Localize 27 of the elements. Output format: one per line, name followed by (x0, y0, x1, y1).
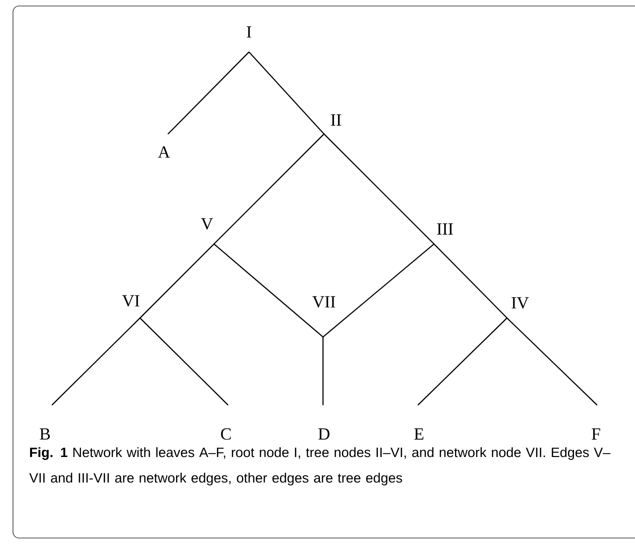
node-label: VII (312, 296, 336, 308)
edge-line (434, 244, 508, 318)
edge-line (168, 52, 250, 134)
edge-line (322, 336, 324, 406)
edge-line (322, 244, 434, 338)
edge-line (52, 318, 140, 406)
node-label: B (40, 428, 50, 440)
edge-line (214, 244, 324, 338)
edge-line (248, 52, 324, 134)
node-label: D (318, 428, 330, 440)
node-label: V (201, 218, 213, 230)
edge-line (324, 134, 434, 244)
edge-line (506, 318, 598, 406)
caption: Fig. 1 Network with leaves A–F, root node I, tree nodes II–VI, and network node VII. Edges V–VII and III-VII are network edges, other edges are tree edges (29, 447, 610, 486)
node-label: F (592, 428, 600, 440)
node-label: E (414, 428, 424, 440)
node-label: III (437, 223, 453, 235)
edge-line (418, 318, 508, 406)
node-label: I (246, 26, 252, 38)
edge-line (214, 134, 324, 244)
node-label: VI (122, 295, 140, 307)
node-label: II (330, 114, 342, 126)
edge-line (140, 244, 214, 318)
node-label: C (221, 428, 231, 440)
node-label: A (158, 146, 170, 158)
node-label: IV (512, 297, 529, 309)
edge-line (140, 318, 228, 406)
